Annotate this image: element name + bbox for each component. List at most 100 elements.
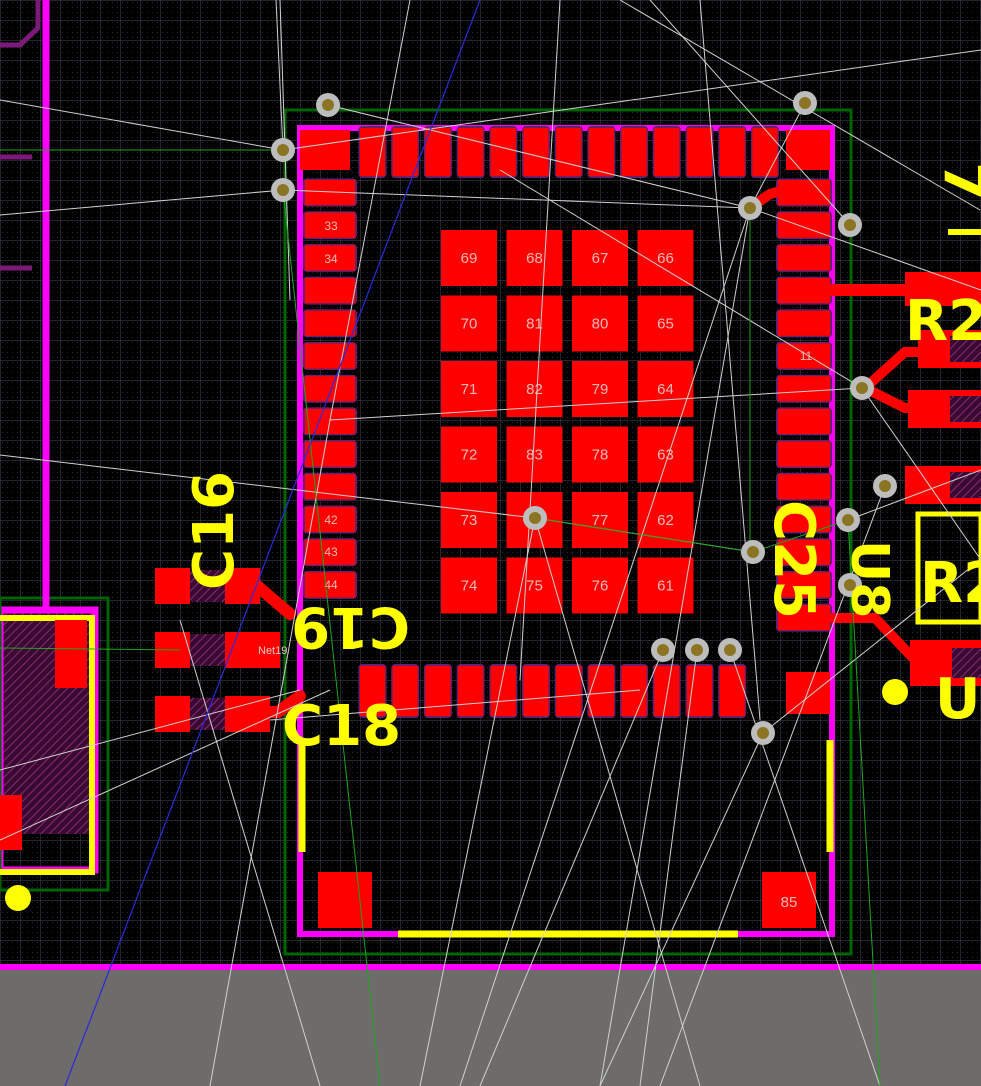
- right-pad[interactable]: [778, 474, 830, 500]
- designator-r2-upper[interactable]: R2: [905, 289, 981, 354]
- capacitor-c19[interactable]: [155, 632, 280, 668]
- left-pad[interactable]: [305, 212, 355, 238]
- bottom-pad[interactable]: [523, 666, 549, 716]
- designator-r2-lower[interactable]: R2: [920, 551, 981, 616]
- left-pad[interactable]: [305, 539, 355, 565]
- bottom-pad[interactable]: [392, 666, 418, 716]
- right-pad[interactable]: [778, 539, 830, 565]
- top-pad[interactable]: [392, 128, 418, 176]
- left-pad[interactable]: [305, 245, 355, 271]
- thermal-pad[interactable]: [572, 426, 628, 483]
- thermal-pad[interactable]: [506, 295, 563, 352]
- thermal-pad[interactable]: [441, 230, 497, 286]
- pad-85[interactable]: [762, 872, 816, 928]
- corner-pad-top-left[interactable]: [300, 130, 350, 170]
- thermal-pad-number: 77: [592, 512, 609, 529]
- top-pad[interactable]: [654, 128, 680, 176]
- right-side-parts[interactable]: [882, 229, 981, 705]
- right-pad[interactable]: [778, 507, 830, 532]
- designator-u8[interactable]: U8: [839, 540, 899, 618]
- top-pad[interactable]: [490, 128, 516, 176]
- right-pad[interactable]: [778, 278, 830, 304]
- capacitor-c16[interactable]: [155, 568, 260, 604]
- keepout-region: [0, 970, 981, 1086]
- thermal-pad[interactable]: [441, 492, 497, 548]
- bottom-pad[interactable]: [654, 666, 680, 716]
- designator-c16[interactable]: C16: [182, 471, 247, 590]
- thermal-pad-number: 62: [657, 512, 674, 529]
- top-pad-row[interactable]: [358, 126, 779, 178]
- bottom-pad[interactable]: [687, 666, 712, 716]
- capacitor-c18[interactable]: [155, 696, 270, 732]
- top-pad[interactable]: [556, 128, 582, 176]
- designator-u-right[interactable]: U: [935, 667, 980, 732]
- thermal-pad-number: 63: [657, 447, 674, 464]
- right-pad[interactable]: [778, 408, 830, 434]
- designator-r20[interactable]: R20: [967, 208, 981, 329]
- bottom-pad[interactable]: [425, 666, 451, 716]
- thermal-pad-number: 82: [526, 381, 543, 398]
- bottom-pad[interactable]: [719, 666, 745, 716]
- pad-bottom-left-large[interactable]: [318, 872, 372, 928]
- thermal-pad-number: 81: [526, 316, 543, 333]
- left-pad-column[interactable]: [303, 178, 357, 599]
- left-pad[interactable]: [305, 441, 355, 467]
- left-pad[interactable]: [305, 310, 355, 336]
- corner-pad-top-right[interactable]: [786, 130, 830, 170]
- designator-c18[interactable]: C18: [282, 694, 401, 759]
- left-pad[interactable]: [305, 376, 355, 402]
- bottom-pad[interactable]: [556, 666, 582, 716]
- right-pad[interactable]: [778, 441, 830, 467]
- bottom-pad[interactable]: [360, 666, 385, 716]
- designator-c25[interactable]: C25: [761, 500, 826, 619]
- thermal-pad[interactable]: [506, 557, 563, 614]
- corner-pad-bottom-right[interactable]: [786, 672, 830, 714]
- thermal-pad[interactable]: [572, 295, 628, 352]
- top-pad[interactable]: [719, 128, 745, 176]
- top-pad[interactable]: [425, 128, 451, 176]
- right-pad[interactable]: [778, 245, 830, 271]
- top-pad[interactable]: [621, 128, 647, 176]
- thermal-pad-number: 65: [657, 316, 674, 333]
- right-pad-column[interactable]: [776, 178, 832, 632]
- net19-label: Net19: [258, 645, 287, 657]
- bottom-pad[interactable]: [588, 666, 614, 716]
- pad-34-number: 34: [324, 252, 338, 266]
- left-pad[interactable]: [305, 572, 355, 598]
- thermal-pad[interactable]: [572, 361, 628, 417]
- designator-partial-top[interactable]: 7: [931, 162, 981, 201]
- via-hole: [277, 184, 289, 196]
- thermal-pad[interactable]: [637, 426, 694, 483]
- left-pad[interactable]: [305, 278, 355, 304]
- right-pad[interactable]: [778, 572, 830, 598]
- left-pad[interactable]: [305, 474, 355, 500]
- bottom-pad[interactable]: [458, 666, 484, 716]
- thermal-pad-number: 73: [461, 512, 478, 529]
- right-pad[interactable]: [778, 605, 830, 631]
- right-pad[interactable]: [778, 310, 830, 336]
- pad-33-number: 33: [324, 219, 338, 233]
- thermal-pad-number: 67: [592, 250, 609, 267]
- top-pad[interactable]: [687, 128, 712, 176]
- thermal-pad[interactable]: [637, 295, 694, 352]
- pin1-dot: [5, 885, 31, 911]
- thermal-pad[interactable]: [441, 426, 497, 483]
- right-pad[interactable]: [778, 376, 830, 402]
- thermal-pad[interactable]: [506, 230, 563, 286]
- thermal-pad[interactable]: [441, 295, 497, 352]
- thermal-pad[interactable]: [441, 557, 497, 614]
- vias[interactable]: [271, 91, 897, 745]
- top-pad[interactable]: [523, 128, 549, 176]
- via-hole: [747, 546, 759, 558]
- thermal-pad[interactable]: [572, 230, 628, 286]
- right-pad[interactable]: [778, 343, 830, 369]
- thermal-pad[interactable]: [572, 492, 628, 548]
- designator-c19[interactable]: C19: [291, 594, 410, 659]
- thermal-pad[interactable]: [637, 557, 694, 614]
- top-pad[interactable]: [588, 128, 614, 176]
- thermal-pad[interactable]: [441, 361, 497, 417]
- top-pad[interactable]: [752, 128, 778, 176]
- pad-43-number: 43: [324, 545, 338, 559]
- top-pad[interactable]: [458, 128, 484, 176]
